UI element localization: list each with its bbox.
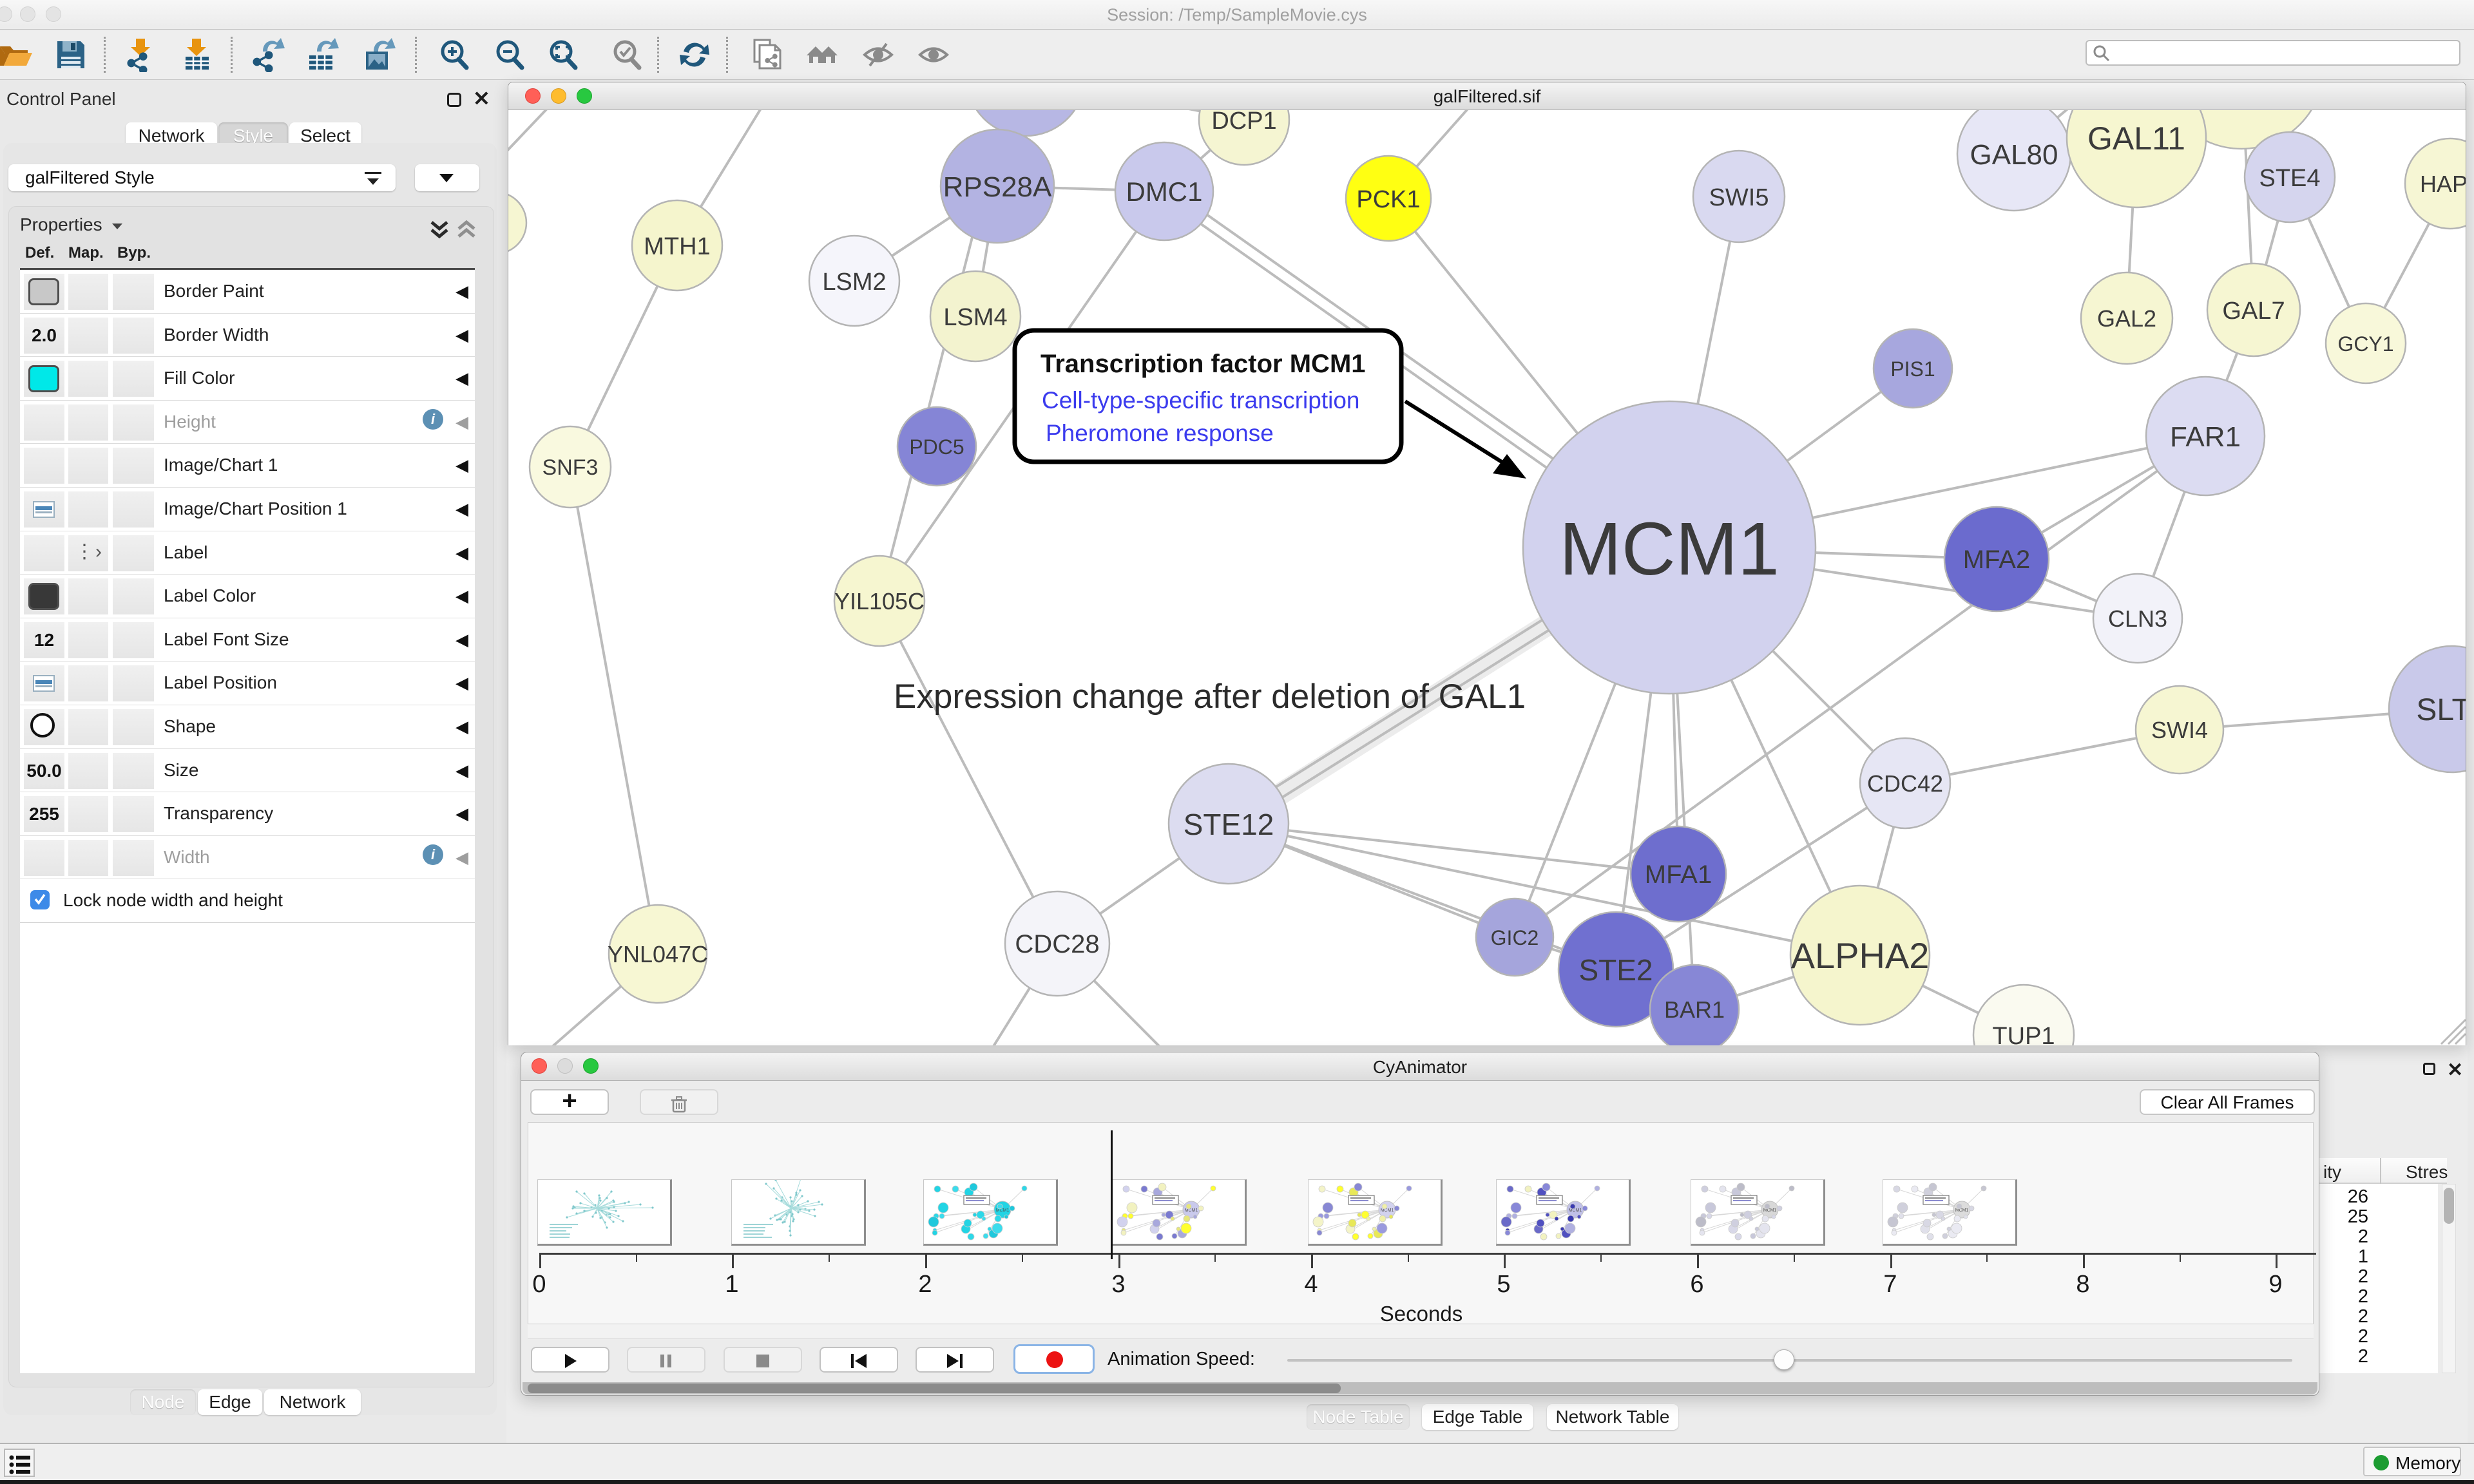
svg-text:MTH1: MTH1 [644, 233, 710, 260]
svg-text:GAL11: GAL11 [2087, 120, 2185, 157]
svg-text:Cell-type-specific transcripti: Cell-type-specific transcription [1042, 387, 1360, 414]
svg-text:MCM1: MCM1 [1955, 1208, 1969, 1213]
svg-text:GAL80: GAL80 [1970, 139, 2058, 171]
svg-text:FAR1: FAR1 [2170, 421, 2241, 453]
svg-text:YIL105C: YIL105C [834, 588, 925, 614]
svg-text:Pheromone response: Pheromone response [1046, 420, 1274, 446]
svg-text:STE4: STE4 [2259, 165, 2320, 192]
svg-text:CDC28: CDC28 [1015, 930, 1099, 958]
svg-text:DMC1: DMC1 [1126, 176, 1202, 207]
svg-text:SLT2: SLT2 [2416, 693, 2466, 727]
svg-text:Transcription factor MCM1: Transcription factor MCM1 [1040, 350, 1366, 378]
svg-text:HAP2: HAP2 [2420, 171, 2466, 197]
svg-text:DCP1: DCP1 [1211, 110, 1276, 135]
svg-text:MCM1: MCM1 [1763, 1208, 1777, 1213]
svg-text:GCY1: GCY1 [2337, 332, 2393, 356]
svg-text:MCM1: MCM1 [1569, 1208, 1582, 1213]
svg-text:TUP1: TUP1 [1992, 1023, 2055, 1045]
svg-text:LSM4: LSM4 [943, 304, 1007, 331]
svg-text:ALPHA2: ALPHA2 [1791, 935, 1930, 976]
svg-text:GAL2: GAL2 [2097, 305, 2156, 332]
svg-text:Expression change after deleti: Expression change after deletion of GAL1 [894, 678, 1526, 716]
svg-text:GAL7: GAL7 [2222, 298, 2285, 325]
svg-text:BAR1: BAR1 [1664, 996, 1725, 1023]
svg-text:SWI4: SWI4 [2151, 717, 2208, 743]
svg-text:PDC5: PDC5 [909, 435, 964, 459]
svg-text:LSM2: LSM2 [822, 269, 886, 296]
svg-text:CLN3: CLN3 [2108, 605, 2167, 632]
svg-text:GIC2: GIC2 [1491, 926, 1539, 949]
svg-text:MCM1: MCM1 [1559, 507, 1779, 591]
svg-text:RPS28A: RPS28A [943, 171, 1052, 203]
svg-text:MCM1: MCM1 [1185, 1208, 1198, 1213]
svg-text:SNF3: SNF3 [542, 455, 599, 480]
svg-text:STE2: STE2 [1578, 953, 1653, 987]
svg-text:PIS1: PIS1 [1890, 357, 1935, 381]
svg-text:YNL047C: YNL047C [608, 941, 708, 967]
svg-text:PCK1: PCK1 [1356, 186, 1420, 213]
svg-text:STE12: STE12 [1184, 808, 1274, 841]
svg-text:SWI5: SWI5 [1709, 184, 1769, 211]
svg-text:MCM1: MCM1 [996, 1208, 1010, 1213]
svg-text:MFA2: MFA2 [1963, 546, 2030, 574]
svg-text:CDC42: CDC42 [1867, 770, 1943, 797]
svg-text:MCM1: MCM1 [1381, 1208, 1394, 1213]
svg-text:MFA1: MFA1 [1645, 861, 1712, 889]
